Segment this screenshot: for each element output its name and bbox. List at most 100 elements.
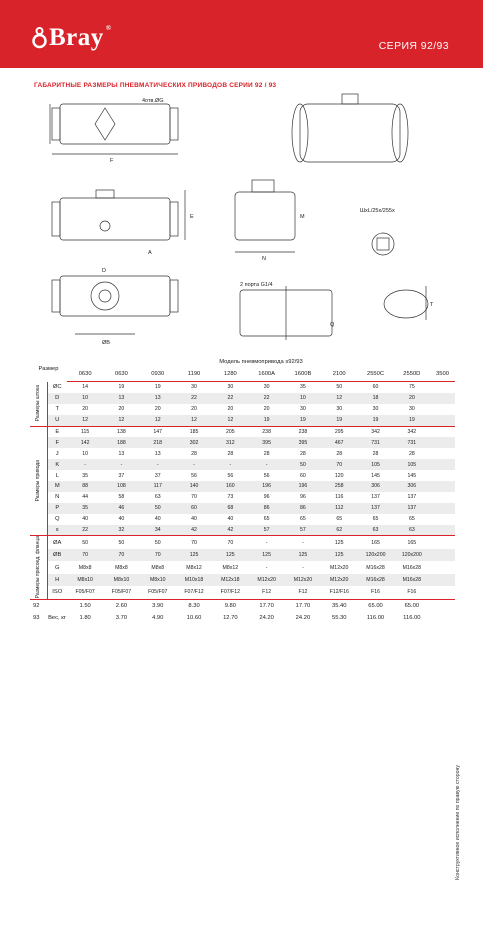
table-cell: 20 <box>191 406 197 413</box>
table-cell: 10 <box>284 392 322 404</box>
table-cell: 50 <box>284 459 322 471</box>
table-cell: 65 <box>408 516 415 523</box>
table-cell: 65 <box>263 516 270 523</box>
table-cell: 13 <box>103 392 140 404</box>
table-cell: F16 <box>371 589 380 596</box>
table-cell: 40 <box>154 516 161 523</box>
table-cell: 731 <box>357 437 394 449</box>
shaft-detail-square <box>376 237 390 251</box>
section-title: ГАБАРИТНЫЕ РАЗМЕРЫ ПНЕВМАТИЧЕСКИХ ПРИВОД… <box>34 82 277 89</box>
table-cell: 57 <box>248 524 285 536</box>
model-col-10: 3500 <box>429 367 455 382</box>
weight-cell: 24.20 <box>259 614 274 621</box>
flange-circle-outer <box>90 281 120 311</box>
table-cell: - <box>67 459 104 471</box>
table-cell: 13 <box>139 392 176 404</box>
bray-emblem-icon <box>32 27 47 49</box>
label-ports: 2 порта G1/4 <box>240 282 273 288</box>
weight-cell: 3.70 <box>115 614 128 621</box>
table-cell: 12 <box>139 414 176 427</box>
table-cell: 50 <box>67 535 104 549</box>
iso-view-endcap-left <box>291 103 309 163</box>
table-cell: 57 <box>284 524 322 536</box>
table-cell: M8x8 <box>151 564 165 571</box>
table-cell: 28 <box>372 450 379 457</box>
series-label: СЕРИЯ 92/93 <box>378 40 449 52</box>
table-cell: 105 <box>357 459 394 471</box>
table-cell: 40 <box>191 516 197 523</box>
table-cell: - <box>302 564 304 571</box>
label-t: T <box>430 302 434 308</box>
side-view-pinion <box>251 179 275 193</box>
table-cell: F12 <box>262 589 272 596</box>
table-cell: 37 <box>118 472 125 479</box>
table-cell: 140 <box>175 481 213 492</box>
weight-cell: 3.90 <box>139 598 176 612</box>
row-symbol: H <box>47 573 67 587</box>
table-cell: M8x12 <box>186 564 202 571</box>
model-col-4: 1280 <box>212 367 249 382</box>
row-symbol: M <box>47 481 67 492</box>
iso-view-body <box>299 103 401 163</box>
bottom-view-endcap-left <box>51 279 61 313</box>
table-cell: M12x20 <box>321 573 358 587</box>
table-cell: 86 <box>248 502 285 514</box>
group-label-text: Размеры присоед. фланца <box>35 536 42 599</box>
table-cell: 58 <box>118 494 125 501</box>
table-cell: 86 <box>284 502 322 514</box>
table-cell: 68 <box>212 502 249 514</box>
label-m: M <box>300 214 305 220</box>
table-cell: 120x200 <box>393 548 430 562</box>
table-cell: 19 <box>154 384 161 391</box>
bottom-view-endcap-right <box>169 279 179 313</box>
table-cell: 65 <box>336 516 343 523</box>
table-cell: 19 <box>284 414 322 427</box>
table-cell-empty <box>430 492 455 503</box>
table-cell: 28 <box>227 450 234 457</box>
table-cell: 70 <box>103 548 140 562</box>
table-cell: 165 <box>393 535 430 549</box>
table-cell: 105 <box>393 459 430 471</box>
table-cell: - <box>212 459 249 471</box>
table-cell: 137 <box>393 502 430 514</box>
label-n: N <box>262 256 266 262</box>
table-cell: 312 <box>212 437 249 449</box>
weight-cell: 8.30 <box>175 598 213 612</box>
row-symbol: D <box>47 392 67 404</box>
table-cell: 117 <box>139 481 176 492</box>
table-cell: 19 <box>393 414 430 427</box>
flange-circle-inner <box>98 289 112 303</box>
table-cell-empty <box>429 535 455 549</box>
table-cell: M8x10 <box>139 573 176 587</box>
table-cell-empty <box>429 481 455 492</box>
table-cell: 75 <box>408 384 415 391</box>
table-cell: F07/F12 <box>184 589 204 596</box>
table-cell: 116 <box>335 494 344 501</box>
row-symbol: U <box>47 414 67 427</box>
model-col-1: 0630 <box>103 367 140 382</box>
table-cell: 30 <box>336 406 343 413</box>
table-cell: 20 <box>118 406 125 413</box>
table-cell: 42 <box>212 524 249 536</box>
label-phi-b: ØB <box>102 340 110 346</box>
table-cell: 120 <box>334 472 344 479</box>
table-cell: 125 <box>321 535 358 549</box>
table-cell: 238 <box>248 425 285 438</box>
model-col-8: 2550C <box>357 367 394 382</box>
table-cell: M12x20 <box>284 573 322 587</box>
table-cell: 60 <box>175 502 213 514</box>
model-col-2: 0930 <box>139 367 176 382</box>
table-cell-empty <box>429 502 455 514</box>
side-note: Конструктивное исполнение по правую стор… <box>455 765 469 945</box>
table-cell: - <box>248 459 285 471</box>
table-cell: 96 <box>300 494 306 501</box>
